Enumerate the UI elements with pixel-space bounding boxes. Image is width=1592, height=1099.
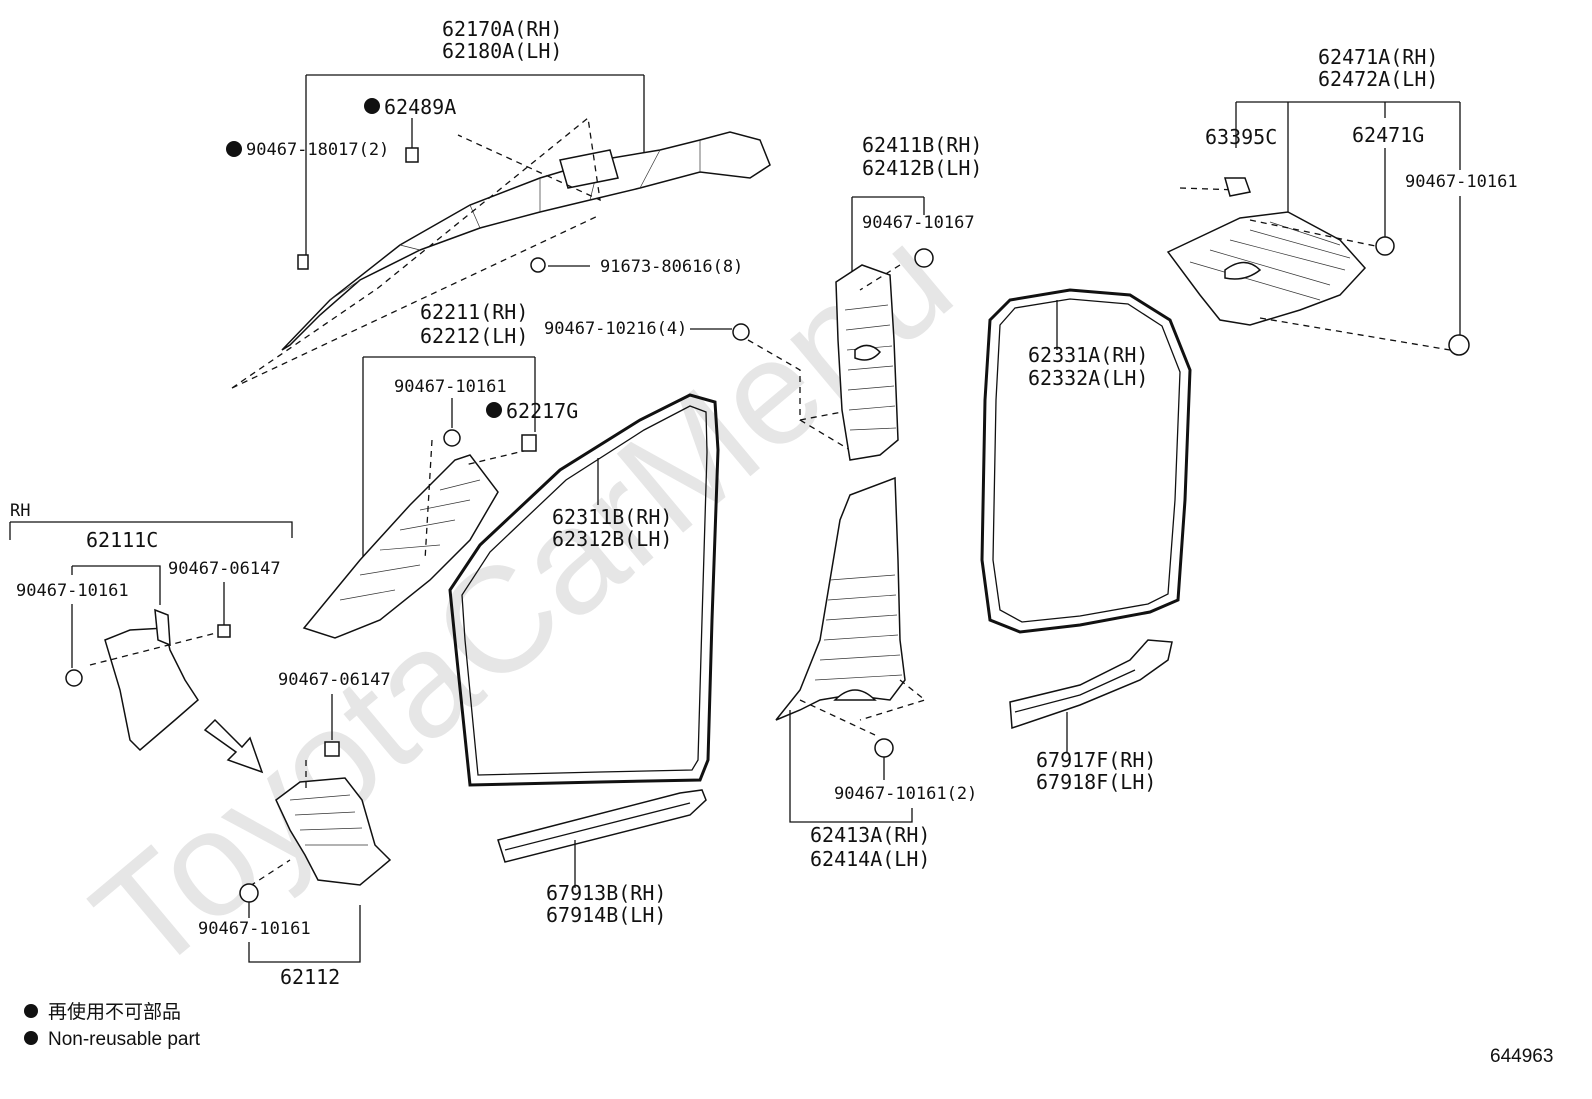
label-62489a: 62489A [384, 95, 456, 119]
rear-door-weatherstrip[interactable]: 62331A(RH) 62332A(LH) [980, 288, 1192, 634]
label-62180a: 62180A(LH) [442, 39, 562, 63]
clip-90467-10167[interactable]: 90467-10167 [862, 213, 975, 268]
a-pillar-lower-trim[interactable]: 62211(RH) 62212(LH) [302, 300, 536, 639]
clip-90467-06147-b[interactable]: 90467-06147 [278, 670, 391, 757]
label-90467-06147-b: 90467-06147 [278, 670, 391, 690]
clip-62217g[interactable]: 62217G [486, 399, 578, 452]
label-67918f: 67918F(LH) [1036, 770, 1156, 794]
kick-panel-assy[interactable]: RH 62111C [9, 501, 293, 752]
label-67914b: 67914B(LH) [546, 903, 666, 927]
clip-62471g[interactable]: 62471G [1352, 123, 1424, 256]
label-62413a: 62413A(RH) [810, 823, 930, 847]
quarter-trim[interactable]: 62471A(RH) 62472A(LH) [1166, 45, 1461, 351]
label-62112: 62112 [280, 965, 340, 989]
label-63395c: 63395C [1205, 125, 1277, 149]
label-62312b: 62312B(LH) [552, 527, 672, 551]
label-62331a: 62331A(RH) [1028, 343, 1148, 367]
label-62471a: 62471A(RH) [1318, 45, 1438, 69]
label-62411b: 62411B(RH) [862, 133, 982, 157]
label-62414a: 62414A(LH) [810, 847, 930, 871]
clip-90467-18017[interactable]: 90467-18017(2) [226, 140, 389, 160]
diagram-id: 644963 [1490, 1046, 1553, 1067]
label-90467-10161-a: 90467-10161 [394, 377, 507, 397]
screw-91673-80616[interactable]: 91673-80616(8) [530, 257, 743, 277]
clip-90467-06147-a[interactable]: 90467-06147 [168, 559, 281, 638]
legend-jp: 再使用不可部品 [48, 1001, 181, 1023]
clip-62489a[interactable]: 62489A [364, 95, 456, 163]
clip-63395c[interactable]: 63395C [1205, 125, 1277, 197]
clip-90467-10161-a[interactable]: 90467-10161 [394, 377, 507, 447]
legend: 再使用不可部品 Non-reusable part [24, 1001, 201, 1050]
label-67917f: 67917F(RH) [1036, 748, 1156, 772]
label-62111c: 62111C [86, 528, 158, 552]
label-62332a: 62332A(LH) [1028, 366, 1148, 390]
label-91673-80616: 91673-80616(8) [600, 257, 743, 277]
front-door-weatherstrip[interactable]: 62311B(RH) 62312B(LH) [448, 393, 720, 787]
label-62217g: 62217G [506, 399, 578, 423]
label-62211: 62211(RH) [420, 300, 528, 324]
clip-90467-10216[interactable]: 90467-10216(4) [544, 319, 851, 451]
group-label-rh: RH [10, 501, 30, 521]
label-90467-10167: 90467-10167 [862, 213, 975, 233]
front-scuff-plate[interactable]: 67913B(RH) 67914B(LH) [497, 789, 707, 927]
a-pillar-upper-trim[interactable]: 62170A(RH) 62180A(LH) [231, 17, 771, 389]
direction-arrow [203, 718, 264, 774]
clip-90467-10161-d[interactable]: 90467-10161 62112 [198, 883, 361, 989]
label-67913b: 67913B(RH) [546, 881, 666, 905]
label-62472a: 62472A(LH) [1318, 67, 1438, 91]
label-62212: 62212(LH) [420, 324, 528, 348]
b-pillar-lower-trim[interactable]: 62413A(RH) 62414A(LH) [775, 476, 930, 871]
b-pillar-upper-trim[interactable]: 62411B(RH) 62412B(LH) [799, 133, 982, 461]
label-62311b: 62311B(RH) [552, 505, 672, 529]
label-90467-06147-a: 90467-06147 [168, 559, 281, 579]
label-90467-18017: 90467-18017(2) [246, 140, 389, 160]
label-90467-10161-c: 90467-10161 [16, 581, 129, 601]
label-90467-10161-e: 90467-10161(2) [834, 784, 977, 804]
clip-90467-10161-e[interactable]: 90467-10161(2) [834, 738, 977, 804]
label-62471g: 62471G [1352, 123, 1424, 147]
legend-en: Non-reusable part [48, 1029, 201, 1050]
clip-90467-10161-b[interactable]: 90467-10161 [1405, 172, 1518, 356]
label-90467-10161-d: 90467-10161 [198, 919, 311, 939]
clip-90467-10161-c[interactable]: 90467-10161 [16, 581, 129, 687]
label-90467-10161-b: 90467-10161 [1405, 172, 1518, 192]
label-90467-10216: 90467-10216(4) [544, 319, 687, 339]
rear-scuff-plate[interactable]: 67917F(RH) 67918F(LH) [1009, 639, 1173, 794]
label-62412b: 62412B(LH) [862, 156, 982, 180]
cowl-side-trim[interactable] [249, 760, 392, 887]
label-62170a: 62170A(RH) [442, 17, 562, 41]
